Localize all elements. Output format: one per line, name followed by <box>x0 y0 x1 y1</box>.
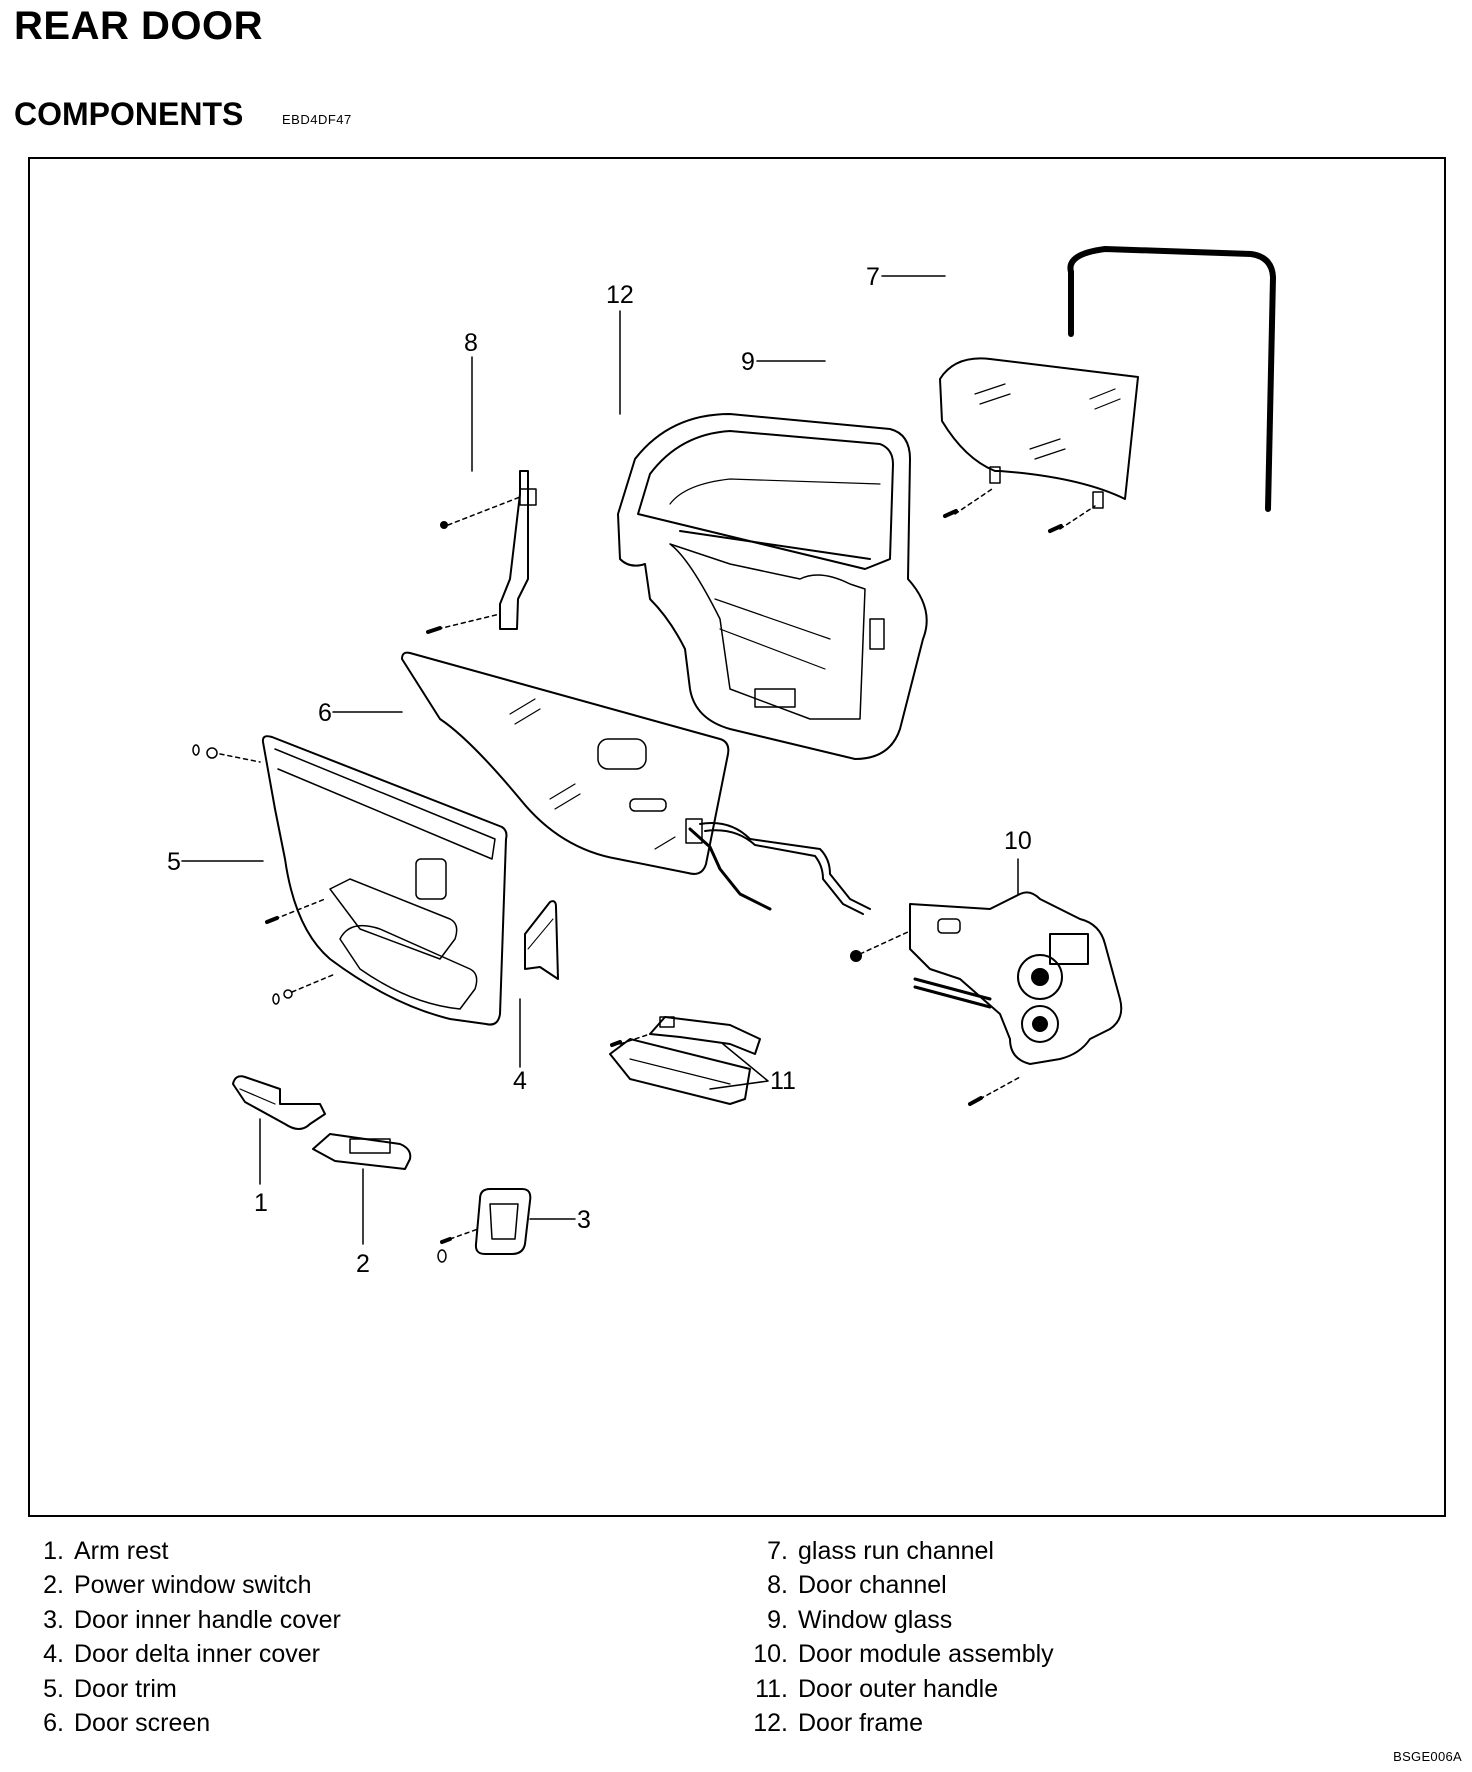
callout-11: 11 <box>770 1067 796 1095</box>
leader-lines <box>181 275 1019 1245</box>
legend-item: 7. glass run channel <box>736 1534 1336 1569</box>
section-title: COMPONENTS <box>14 96 244 132</box>
part-door-frame <box>617 413 928 760</box>
callout-12: 12 <box>606 281 634 309</box>
legend-label: Door module assembly <box>798 1640 1054 1669</box>
page-title: REAR DOOR <box>14 4 263 48</box>
legend-item: 3. Door inner handle cover <box>24 1603 624 1638</box>
legend-num: 7. <box>767 1536 788 1565</box>
legend-item: 9. Window glass <box>736 1603 1336 1638</box>
callout-9: 9 <box>741 348 755 376</box>
legend-num: 5. <box>43 1674 64 1703</box>
part-door-inner-handle-cover <box>437 1188 532 1263</box>
callout-7: 7 <box>866 263 880 291</box>
legend-item: 2. Power window switch <box>24 1569 624 1604</box>
part-window-glass <box>939 357 1139 533</box>
exploded-diagram: 1 2 3 4 5 6 7 8 9 10 11 12 <box>167 246 1276 1278</box>
callout-3: 3 <box>577 1206 591 1234</box>
part-cables <box>685 818 871 915</box>
legend-num: 11. <box>755 1674 788 1703</box>
callout-5: 5 <box>167 848 181 876</box>
document-code: EBD4DF47 <box>282 112 352 127</box>
legend-item: 6. Door screen <box>24 1707 624 1742</box>
legend-label: Door screen <box>74 1709 211 1738</box>
callout-labels: 1 2 3 4 5 6 7 8 9 10 11 12 <box>167 263 1032 1278</box>
part-door-outer-handle <box>609 1016 761 1105</box>
part-door-channel <box>426 470 537 634</box>
legend-num: 8. <box>767 1571 788 1600</box>
callout-1: 1 <box>254 1189 268 1217</box>
legend-num: 1. <box>43 1536 64 1565</box>
legend-num: 6. <box>43 1709 64 1738</box>
callout-8: 8 <box>464 329 478 357</box>
legend-label: Door inner handle cover <box>74 1605 341 1634</box>
callout-10: 10 <box>1004 827 1032 855</box>
legend-item: 1. Arm rest <box>24 1534 624 1569</box>
legend-label: Door frame <box>798 1709 924 1738</box>
callout-2: 2 <box>356 1250 370 1278</box>
legend-num: 4. <box>43 1640 64 1669</box>
part-door-module-assembly <box>850 891 1123 1106</box>
part-door-delta-inner-cover <box>524 900 559 980</box>
legend-label: Power window switch <box>74 1571 312 1600</box>
figure-code: BSGE006A <box>1393 1749 1462 1764</box>
legend-label: Door outer handle <box>798 1674 999 1703</box>
part-door-trim <box>192 735 508 1026</box>
legend-item: 10. Door module assembly <box>736 1638 1336 1673</box>
legend-item: 12. Door frame <box>736 1707 1336 1742</box>
legend-item: 4. Door delta inner cover <box>24 1638 624 1673</box>
legend-num: 9. <box>767 1605 788 1634</box>
legend-label: Door delta inner cover <box>74 1640 320 1669</box>
legend-item: 8. Door channel <box>736 1569 1336 1604</box>
callout-4: 4 <box>513 1067 527 1095</box>
part-power-window-switch <box>312 1133 412 1170</box>
legend-num: 10. <box>753 1640 788 1669</box>
callout-6: 6 <box>318 699 332 727</box>
diagram-frame: 1 2 3 4 5 6 7 8 9 10 11 12 <box>28 157 1446 1517</box>
legend-num: 3. <box>43 1605 64 1634</box>
legend-label: Door trim <box>74 1674 177 1703</box>
legend-num: 12. <box>753 1709 788 1738</box>
legend-label: glass run channel <box>798 1536 994 1565</box>
legend-item: 11. Door outer handle <box>736 1672 1336 1707</box>
part-door-screen <box>401 651 730 875</box>
legend-label: Door channel <box>798 1571 947 1600</box>
part-arm-rest <box>232 1075 326 1130</box>
legend-right: 7. glass run channel 8. Door channel 9. Win… <box>736 1534 1336 1741</box>
legend-left: 1. Arm rest 2. Power window switch 3. Door … <box>24 1534 624 1741</box>
legend-item: 5. Door trim <box>24 1672 624 1707</box>
legend-num: 2. <box>43 1571 64 1600</box>
legend-label: Arm rest <box>74 1536 169 1565</box>
legend-label: Window glass <box>798 1605 953 1634</box>
part-glass-run-channel <box>1067 246 1276 512</box>
